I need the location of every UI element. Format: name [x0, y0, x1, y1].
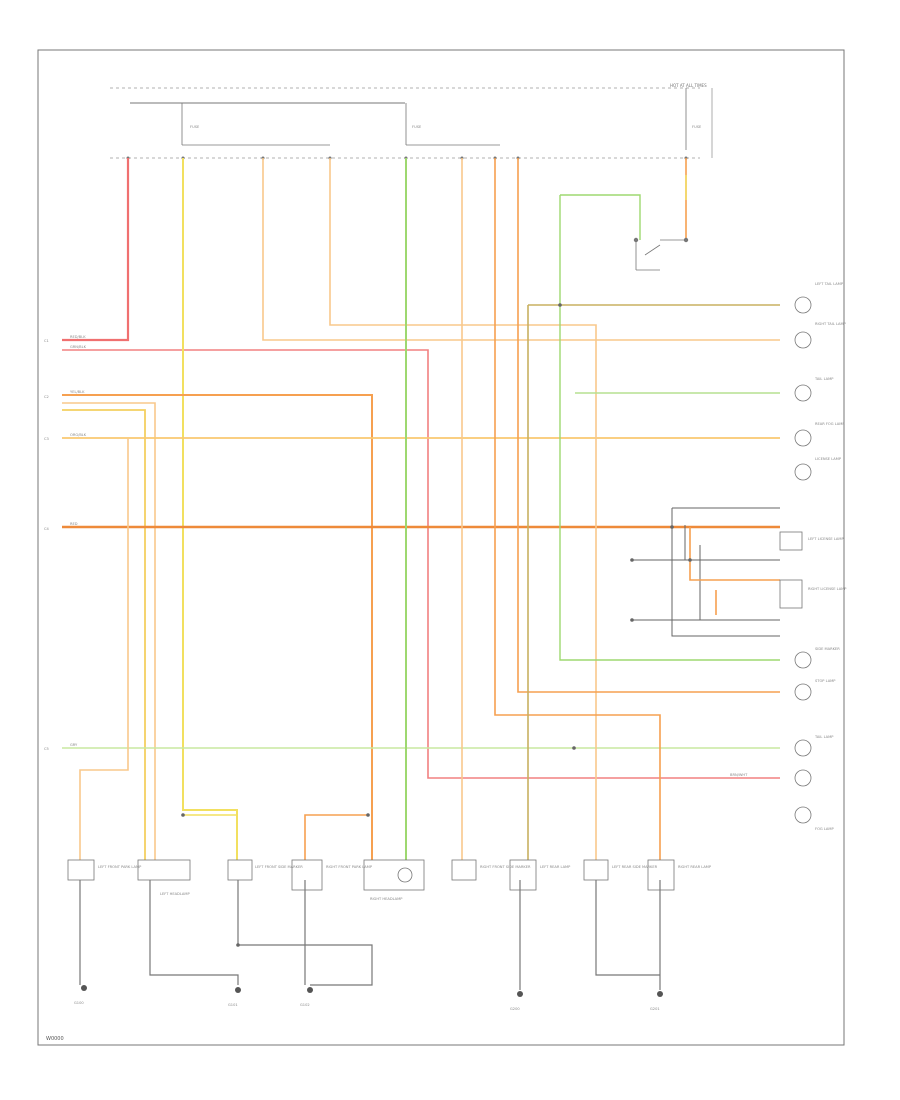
wire-orange-block — [689, 527, 780, 615]
wire-label: RED/BLK — [70, 335, 86, 339]
lamp-icon — [794, 331, 812, 349]
component-label: LEFT FRONT SIDE MARKER — [255, 865, 303, 869]
wire-label: YEL/BLK — [70, 390, 85, 394]
component-label: RIGHT FRONT PARK LAMP — [326, 865, 373, 869]
component-label: RIGHT FRONT SIDE MARKER — [480, 865, 531, 869]
lamp-icon — [779, 579, 803, 609]
component-label: RIGHT HEADLAMP — [370, 897, 403, 901]
ground-label: G102 — [300, 1003, 310, 1007]
wire-ground — [79, 880, 661, 990]
wire-lorange-4 — [262, 158, 780, 341]
top-bus-label: HOT AT ALL TIMES — [670, 83, 707, 88]
connector-label: C4 — [44, 527, 50, 531]
page-id: W0000 — [46, 1036, 64, 1042]
wire-orange-495 — [494, 158, 661, 860]
lamp-icon — [794, 651, 812, 669]
fuse-label: FUSE — [412, 125, 422, 129]
relay-switch — [633, 237, 689, 271]
component-label: RIGHT TAIL LAMP — [815, 322, 847, 326]
lamp-icon — [779, 531, 803, 551]
right-lamps — [779, 296, 812, 824]
component-label: RIGHT REAR LAMP — [678, 865, 712, 869]
ground-label: G201 — [650, 1007, 660, 1011]
component-label: LEFT HEADLAMP — [160, 892, 190, 896]
lamp-icon — [794, 806, 812, 824]
diagram-frame — [37, 49, 845, 1046]
wire-label: BRN/WHT — [730, 773, 748, 777]
lamp-icon — [794, 739, 812, 757]
wire-lorange-3 — [79, 438, 129, 860]
ground-icon — [307, 987, 313, 993]
component-label: TAIL LAMP — [814, 377, 834, 381]
wire-label: RED — [70, 522, 78, 526]
lamp-icon — [794, 463, 812, 481]
junctions — [181, 303, 692, 947]
wire-lorange-5 — [329, 158, 597, 860]
fuse-box — [110, 87, 713, 159]
component-label: SIDE MARKER — [815, 647, 840, 651]
ground-label: G100 — [74, 1001, 84, 1005]
connector-label: C3 — [44, 437, 49, 441]
ground-icon — [81, 985, 87, 991]
wire-yellow-2 — [62, 409, 146, 860]
component-label: LEFT LICENSE LAMP — [808, 537, 844, 541]
wire-orange-1 — [62, 394, 373, 860]
ground-label: G101 — [228, 1003, 238, 1007]
wire-orange-small — [304, 814, 368, 860]
fuse-label: FUSE — [190, 125, 200, 129]
lamp-icon — [794, 384, 812, 402]
component-label: LICENSE LAMP — [815, 457, 842, 461]
wire-orange-518 — [517, 158, 780, 693]
ground-symbols — [81, 985, 663, 997]
wire-dark-block — [632, 507, 780, 637]
connector-label: C2 — [44, 395, 49, 399]
component-label: STOP LAMP — [815, 679, 836, 683]
wire-red-long — [62, 349, 780, 779]
component-label: REAR FOG LAMP — [815, 422, 845, 426]
wire-green-560 — [559, 194, 780, 661]
connector-label: C5 — [44, 747, 49, 751]
component-label: RIGHT LICENSE LAMP — [808, 587, 847, 591]
wire-label: GRY — [70, 743, 78, 747]
component-label: LEFT TAIL LAMP — [815, 282, 844, 286]
lamp-icon — [794, 429, 812, 447]
ground-icon — [657, 991, 663, 997]
wire-label: GRN/BLK — [70, 345, 87, 349]
ground-label: G200 — [510, 1007, 520, 1011]
component-label: LEFT FRONT PARK LAMP — [98, 865, 142, 869]
wire-lorange-1 — [62, 402, 156, 860]
component-label: FOG LAMP — [815, 827, 834, 831]
fuse-label: FUSE — [692, 125, 702, 129]
component-label: LEFT REAR LAMP — [540, 865, 571, 869]
ground-icon — [235, 987, 241, 993]
wire-olive — [527, 304, 780, 860]
bottom-lamps — [67, 859, 675, 891]
ground-icon — [517, 991, 523, 997]
wire-red — [62, 158, 130, 342]
wire-yellow — [182, 158, 238, 860]
wire-label: ORG/BLK — [70, 433, 87, 437]
connector-label: C1 — [44, 339, 49, 343]
lamp-icon — [794, 296, 812, 314]
component-label: TAIL LAMP — [814, 735, 834, 739]
component-label: LEFT REAR SIDE MARKER — [612, 865, 658, 869]
lamp-icon — [794, 769, 812, 787]
lamp-icon — [794, 683, 812, 701]
